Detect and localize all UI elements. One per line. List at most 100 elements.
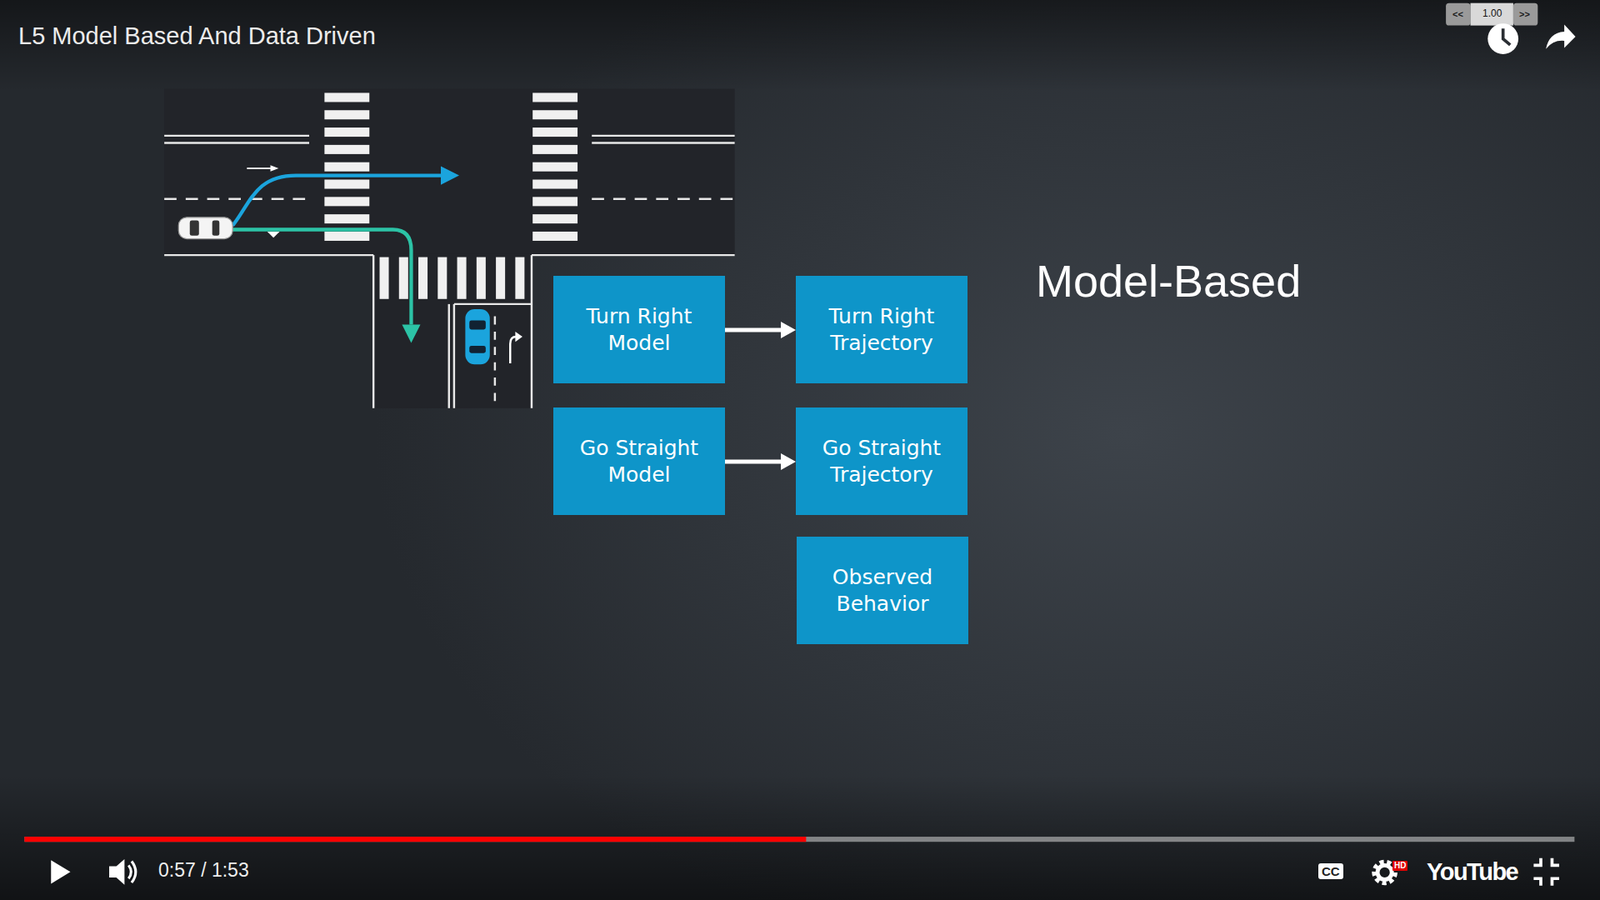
- speed-button: [1445, 3, 1470, 26]
- trajectory-right: [232, 230, 411, 325]
- connector-line: [725, 460, 782, 465]
- edge-line: [448, 304, 450, 409]
- connector-arrow: [725, 321, 796, 339]
- road-map: [164, 89, 735, 409]
- edge-line: [164, 135, 310, 137]
- crosswalk-stripe: [380, 257, 390, 300]
- crosswalk-stripe: [495, 257, 505, 300]
- edge-line: [372, 255, 375, 409]
- volume-waves: [128, 860, 136, 883]
- fullscreen-exit-icon: [1533, 858, 1560, 886]
- box-text: Go Straight Model: [563, 435, 715, 488]
- crosswalk-stripe: [532, 180, 578, 190]
- direction-arrow: [270, 165, 279, 171]
- section-heading: Model-Based: [1035, 255, 1301, 307]
- speed-button-text: <<: [1452, 9, 1464, 20]
- road-surface: [373, 254, 532, 409]
- crosswalk-stripe: [532, 162, 578, 172]
- clock-icon: [1487, 23, 1519, 55]
- arrow-head: [780, 453, 796, 470]
- crosswalk-stripe: [418, 257, 428, 300]
- center-line: [591, 198, 735, 200]
- white-car: [178, 217, 233, 240]
- speed-display: [1470, 3, 1513, 26]
- crosswalk-stripe: [532, 110, 578, 120]
- crosswalk-stripe: [324, 214, 370, 224]
- edge-line: [591, 135, 735, 137]
- crosswalk-stripe: [324, 92, 370, 102]
- edge-line: [453, 304, 455, 409]
- edge-line: [164, 141, 310, 144]
- crosswalk-stripe: [324, 231, 370, 241]
- car-window: [212, 220, 220, 235]
- time-display: 0:57 / 1:53: [158, 859, 250, 881]
- crosswalk-stripe: [399, 257, 409, 300]
- speaker-icon: [109, 859, 125, 885]
- crosswalk-stripe: [324, 180, 370, 190]
- crosswalk-stripe: [532, 231, 578, 241]
- hd-badge: HD: [1392, 860, 1408, 871]
- player-controls: [24, 3, 1575, 886]
- crosswalk-stripe: [324, 127, 370, 137]
- speed-button: [1513, 3, 1538, 26]
- process-box: Turn Right Trajectory: [795, 275, 968, 384]
- crosswalk-stripe: [476, 257, 486, 300]
- crosswalk-stripe: [324, 162, 370, 172]
- clock-hands: [1503, 28, 1511, 45]
- share-icon: [1545, 24, 1576, 49]
- crosswalk: [324, 92, 578, 299]
- speed-value: 1.00: [1482, 8, 1502, 20]
- process-box: Go Straight Model: [553, 407, 725, 515]
- direction-arrow: [267, 231, 280, 238]
- crosswalk-stripe: [457, 257, 467, 300]
- gear-icon: [1377, 865, 1392, 880]
- center-line: [164, 198, 306, 200]
- crosswalk-stripe: [532, 92, 578, 102]
- box-text: Go Straight Trajectory: [805, 435, 958, 488]
- center-line: [494, 316, 496, 409]
- car-window: [190, 220, 200, 235]
- edge-line: [530, 255, 533, 409]
- car-window: [469, 345, 486, 354]
- edge-line: [531, 254, 735, 256]
- crosswalk-stripe: [324, 145, 370, 155]
- car-window: [469, 320, 486, 330]
- crosswalk-stripe: [532, 127, 578, 137]
- edge-line: [164, 254, 374, 256]
- box-text: Observed Behavior: [806, 564, 959, 617]
- crosswalk-stripe: [437, 257, 447, 300]
- crosswalk-stripe: [532, 214, 578, 224]
- speed-button-text: >>: [1519, 9, 1530, 20]
- connector-arrow: [725, 453, 796, 470]
- trajectory-straight: [232, 175, 442, 226]
- edge-line: [591, 141, 735, 144]
- play-icon: [50, 860, 70, 884]
- blue-car: [465, 309, 490, 365]
- crosswalk-stripe: [324, 196, 370, 206]
- box-text: Turn Right Model: [563, 303, 715, 356]
- process-box: Observed Behavior: [796, 536, 969, 645]
- crosswalk-stripe: [324, 110, 370, 120]
- trajectory-head: [440, 166, 460, 185]
- box-text: Turn Right Trajectory: [805, 303, 958, 356]
- process-box: Turn Right Model: [553, 275, 725, 384]
- youtube-logo: YouTube: [1426, 858, 1518, 886]
- crosswalk-stripe: [515, 257, 525, 300]
- trajectory-head: [401, 324, 420, 343]
- car-body: [465, 309, 490, 365]
- progress-played: [24, 836, 806, 842]
- arrow-head: [780, 321, 796, 339]
- progress-track: [24, 836, 1575, 842]
- cc-button: CC: [1318, 863, 1344, 880]
- turn-arrow: [515, 331, 523, 342]
- crosswalk-stripe: [532, 145, 578, 155]
- process-box: Go Straight Trajectory: [795, 407, 968, 515]
- crosswalk-stripe: [532, 196, 578, 206]
- car-body: [178, 217, 233, 240]
- direction-arrow: [246, 167, 271, 170]
- connector-line: [725, 328, 782, 333]
- stop-line: [454, 303, 532, 305]
- lane-lines: [164, 135, 735, 409]
- video-title: L5 Model Based And Data Driven: [18, 22, 376, 50]
